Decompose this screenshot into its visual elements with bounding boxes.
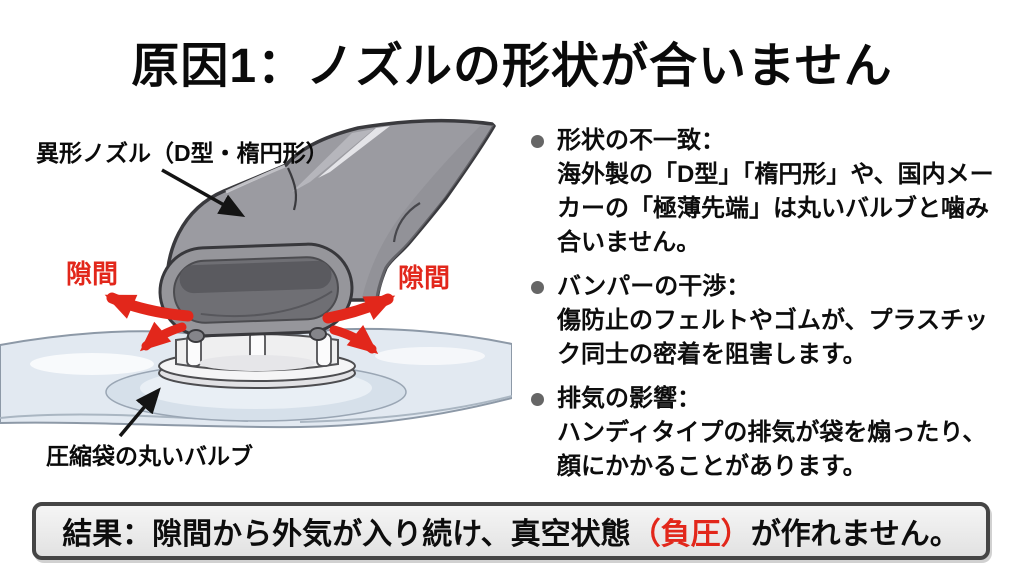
nozzle-label: 異形ノズル（D型・楕円形） (36, 140, 329, 166)
gap-arrow-upper-left (104, 292, 194, 322)
valve-illustration (158, 331, 356, 389)
bullet-list: 形状の不一致： 海外製の「D型」「楕円形」や、国内メーカーの「極薄先端」は丸いバ… (528, 124, 1006, 494)
nozzle-diagram-drawing (0, 119, 512, 438)
bullet-title: 形状の不一致： (557, 127, 725, 154)
bullet-body: 傷防止のフェルトやゴムが、プラスチック同士の密着を阻害します。 (557, 307, 989, 368)
valve-label: 圧縮袋の丸いバルブ (46, 443, 253, 469)
gap-arrow-lower-left (139, 321, 187, 352)
nozzle-mouth (158, 242, 354, 338)
gap-label-right: 隙間 (398, 263, 451, 293)
bullet-title: 排気の影響： (557, 385, 701, 412)
nozzle-illustration (158, 119, 496, 343)
valve-callout-arrow (118, 387, 161, 438)
bullet-body: 海外製の「D型」「楕円形」や、国内メーカーの「極薄先端」は丸いバルブと噛み合いま… (557, 161, 994, 256)
callout-arrows (118, 168, 246, 438)
gap-label-left: 隙間 (66, 259, 119, 289)
bullet-dot-icon (531, 393, 544, 406)
bullet-dot-icon (531, 281, 544, 294)
result-highlight: （負圧） (630, 518, 751, 551)
list-item: 排気の影響： ハンディタイプの排気が袋を煽ったり、顔にかかることがあります。 (528, 382, 1006, 484)
bullet-dot-icon (531, 135, 544, 148)
result-prefix: 結果：隙間から外気が入り続け、真空状態 (62, 518, 631, 551)
gap-arrow-lower-right (329, 325, 379, 355)
nozzle-diagram: 異形ノズル（D型・楕円形） 隙間 隙間 圧縮袋の丸いバルブ (0, 108, 512, 492)
page-title: 原因1：ノズルの形状が合いません (131, 40, 893, 93)
bullet-title: バンパーの干渉： (557, 273, 751, 300)
list-item: 形状の不一致： 海外製の「D型」「楕円形」や、国内メーカーの「極薄先端」は丸いバ… (528, 124, 1006, 260)
result-box: 結果：隙間から外気が入り続け、真空状態（負圧）が作れません。 (32, 502, 990, 560)
gap-arrows (104, 292, 396, 355)
gap-arrow-upper-right (322, 293, 396, 324)
bullet-body: ハンディタイプの排気が袋を煽ったり、顔にかかることがあります。 (557, 419, 987, 480)
result-suffix: が作れません。 (750, 518, 960, 551)
list-item: バンパーの干渉： 傷防止のフェルトやゴムが、プラスチック同士の密着を阻害します。 (528, 270, 1006, 372)
nozzle-callout-arrow (161, 168, 246, 217)
